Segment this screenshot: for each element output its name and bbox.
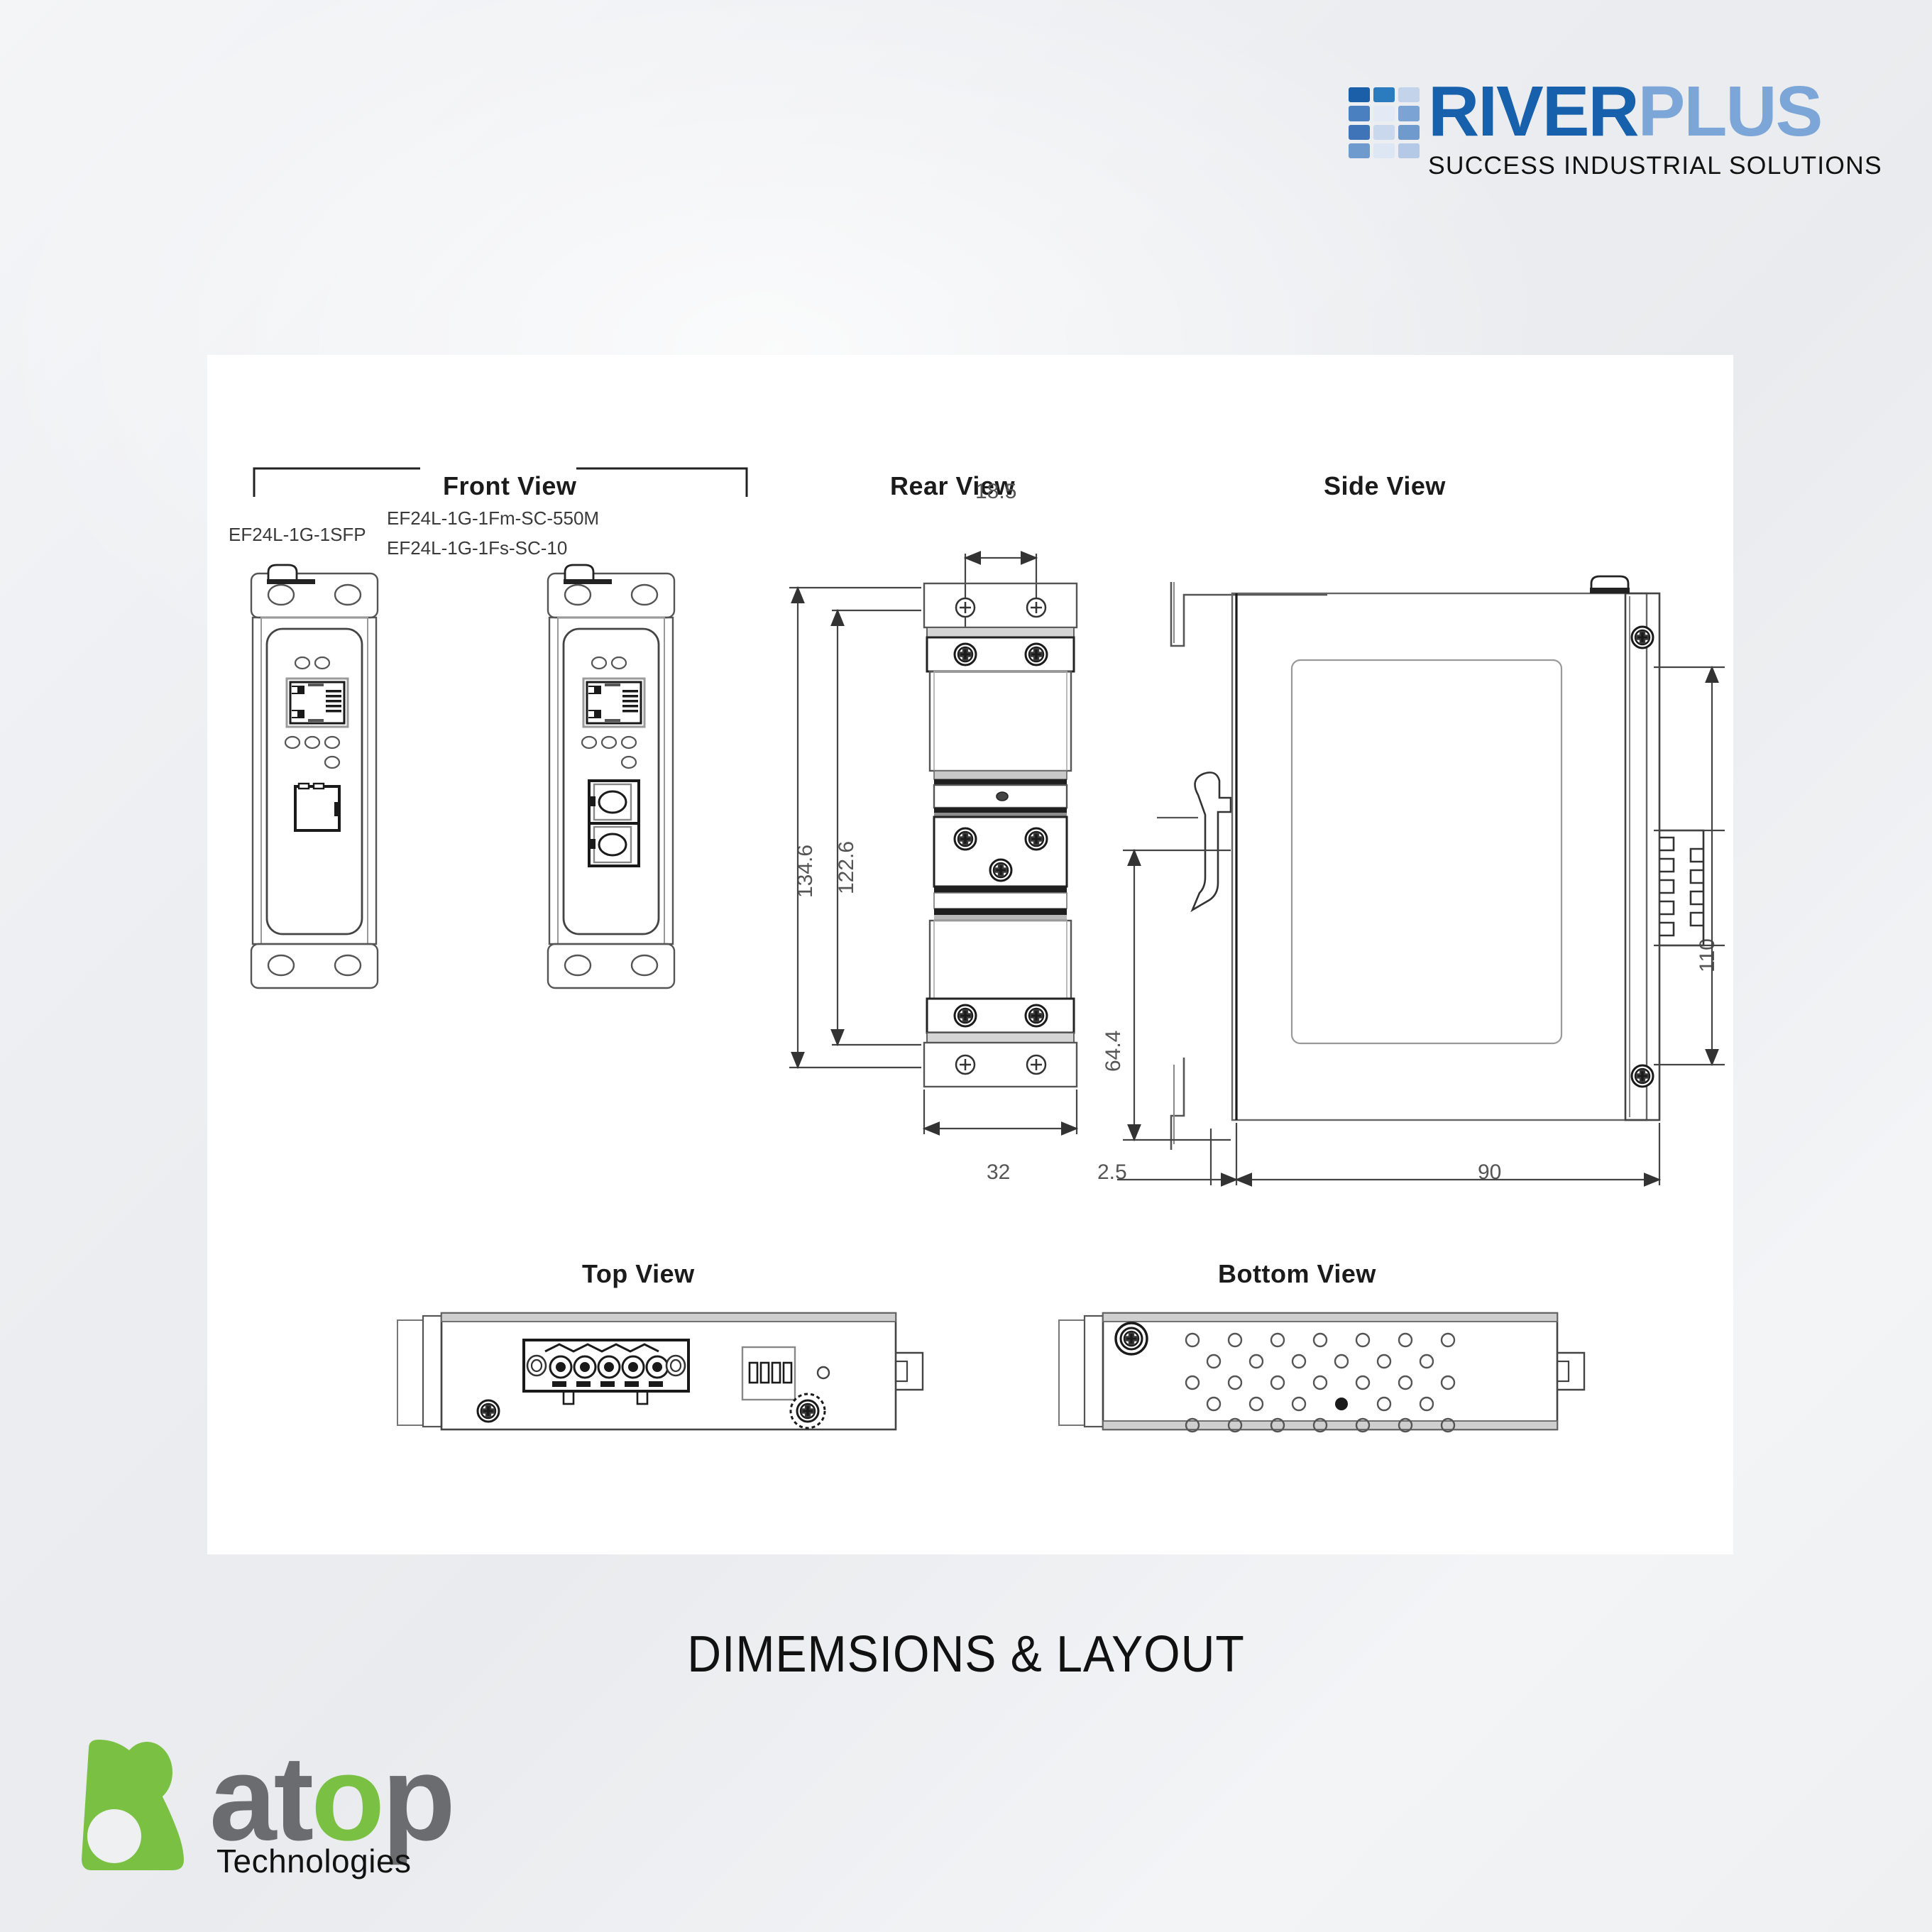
- view-title-rear: Rear View: [890, 471, 1015, 500]
- view-title-side: Side View: [1324, 471, 1446, 500]
- riverplus-tagline: SUCCESS INDUSTRIAL SOLUTIONS: [1428, 151, 1882, 180]
- atop-logo: atop Technologies: [67, 1731, 522, 1895]
- view-title-bottom: Bottom View: [1218, 1259, 1376, 1288]
- riverplus-river-text: RIVER: [1428, 72, 1640, 151]
- riverplus-grid-icon: [1349, 87, 1420, 158]
- atop-subtitle: Technologies: [216, 1843, 412, 1879]
- atop-mark-icon: [82, 1740, 184, 1870]
- model-code-sfp: EF24L-1G-1SFP: [229, 524, 366, 545]
- dim-label-18-5: 18.5: [975, 480, 1017, 503]
- atop-wordmark: atop: [209, 1728, 456, 1870]
- drawing-panel: Front View Rear View Side View Top View …: [207, 355, 1733, 1554]
- atop-at-text: at: [209, 1731, 314, 1866]
- model-code-fm: EF24L-1G-1Fm-SC-550M: [387, 507, 600, 529]
- dim-label-32: 32: [987, 1160, 1011, 1184]
- riverplus-plus-text: PLUS: [1637, 72, 1823, 151]
- view-title-top: Top View: [582, 1259, 695, 1288]
- riverplus-wordmark: RIVERPLUS: [1428, 72, 1823, 151]
- atop-p-text: p: [382, 1731, 456, 1866]
- page-caption: DIMEMSIONS & LAYOUT: [687, 1626, 1245, 1683]
- view-title-front: Front View: [443, 471, 577, 500]
- riverplus-logo: RIVERPLUS SUCCESS INDUSTRIAL SOLUTIONS: [1349, 75, 1882, 180]
- atop-o-text: o: [311, 1731, 385, 1866]
- model-code-fs: EF24L-1G-1Fs-SC-10: [387, 537, 568, 559]
- technical-drawing-svg: [250, 467, 1725, 1433]
